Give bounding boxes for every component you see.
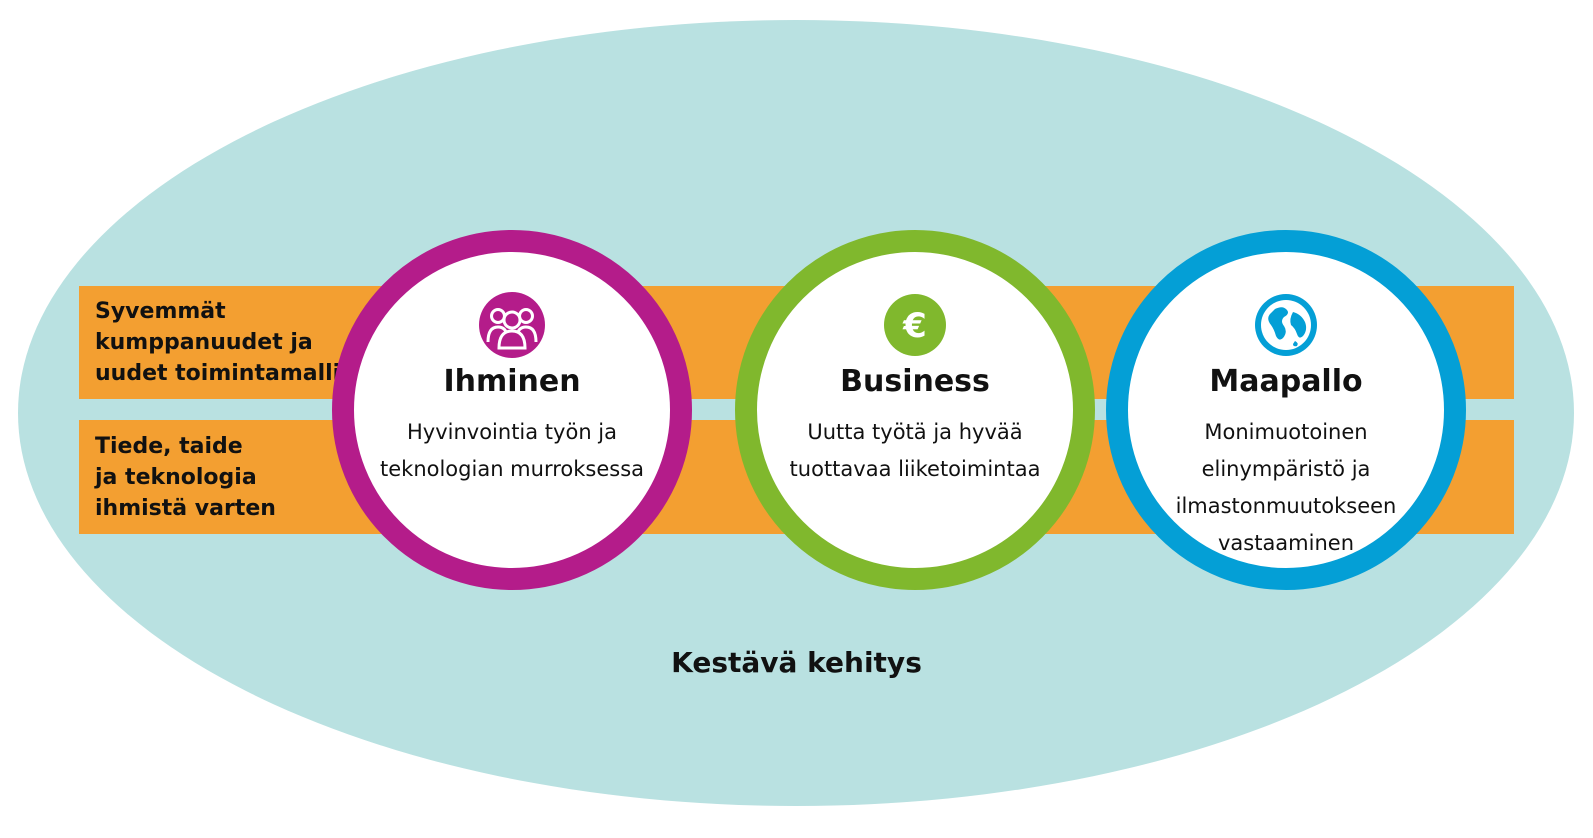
- globe-icon: [1255, 294, 1317, 356]
- circle-ihminen: Ihminen Hyvinvointia työn ja teknologian…: [332, 230, 692, 590]
- svg-text:€: €: [902, 306, 927, 346]
- people-icon: [479, 292, 545, 358]
- circle-maapallo: Maapallo Monimuotoinen elinympäristö ja …: [1106, 230, 1466, 590]
- footer-label: Kestävä kehitys: [671, 646, 922, 679]
- band-label-science-art-tech: Tiede, taide ja teknologia ihmistä varte…: [95, 434, 276, 521]
- circle-title: Maapallo: [1209, 364, 1363, 399]
- circle-description: Monimuotoinen elinympäristö ja ilmastonm…: [1175, 420, 1397, 555]
- euro-icon: €: [884, 294, 946, 356]
- circle-title: Ihminen: [443, 364, 581, 399]
- circle-title: Business: [840, 364, 990, 399]
- circle-description: Hyvinvointia työn ja teknologian murroks…: [380, 420, 644, 481]
- circle-business: € Business Uutta työtä ja hyvää tuottava…: [735, 230, 1095, 590]
- circle-description: Uutta työtä ja hyvää tuottavaa liiketoim…: [789, 420, 1041, 481]
- band-label-partnerships: Syvemmät kumppanuudet ja uudet toimintam…: [95, 299, 351, 386]
